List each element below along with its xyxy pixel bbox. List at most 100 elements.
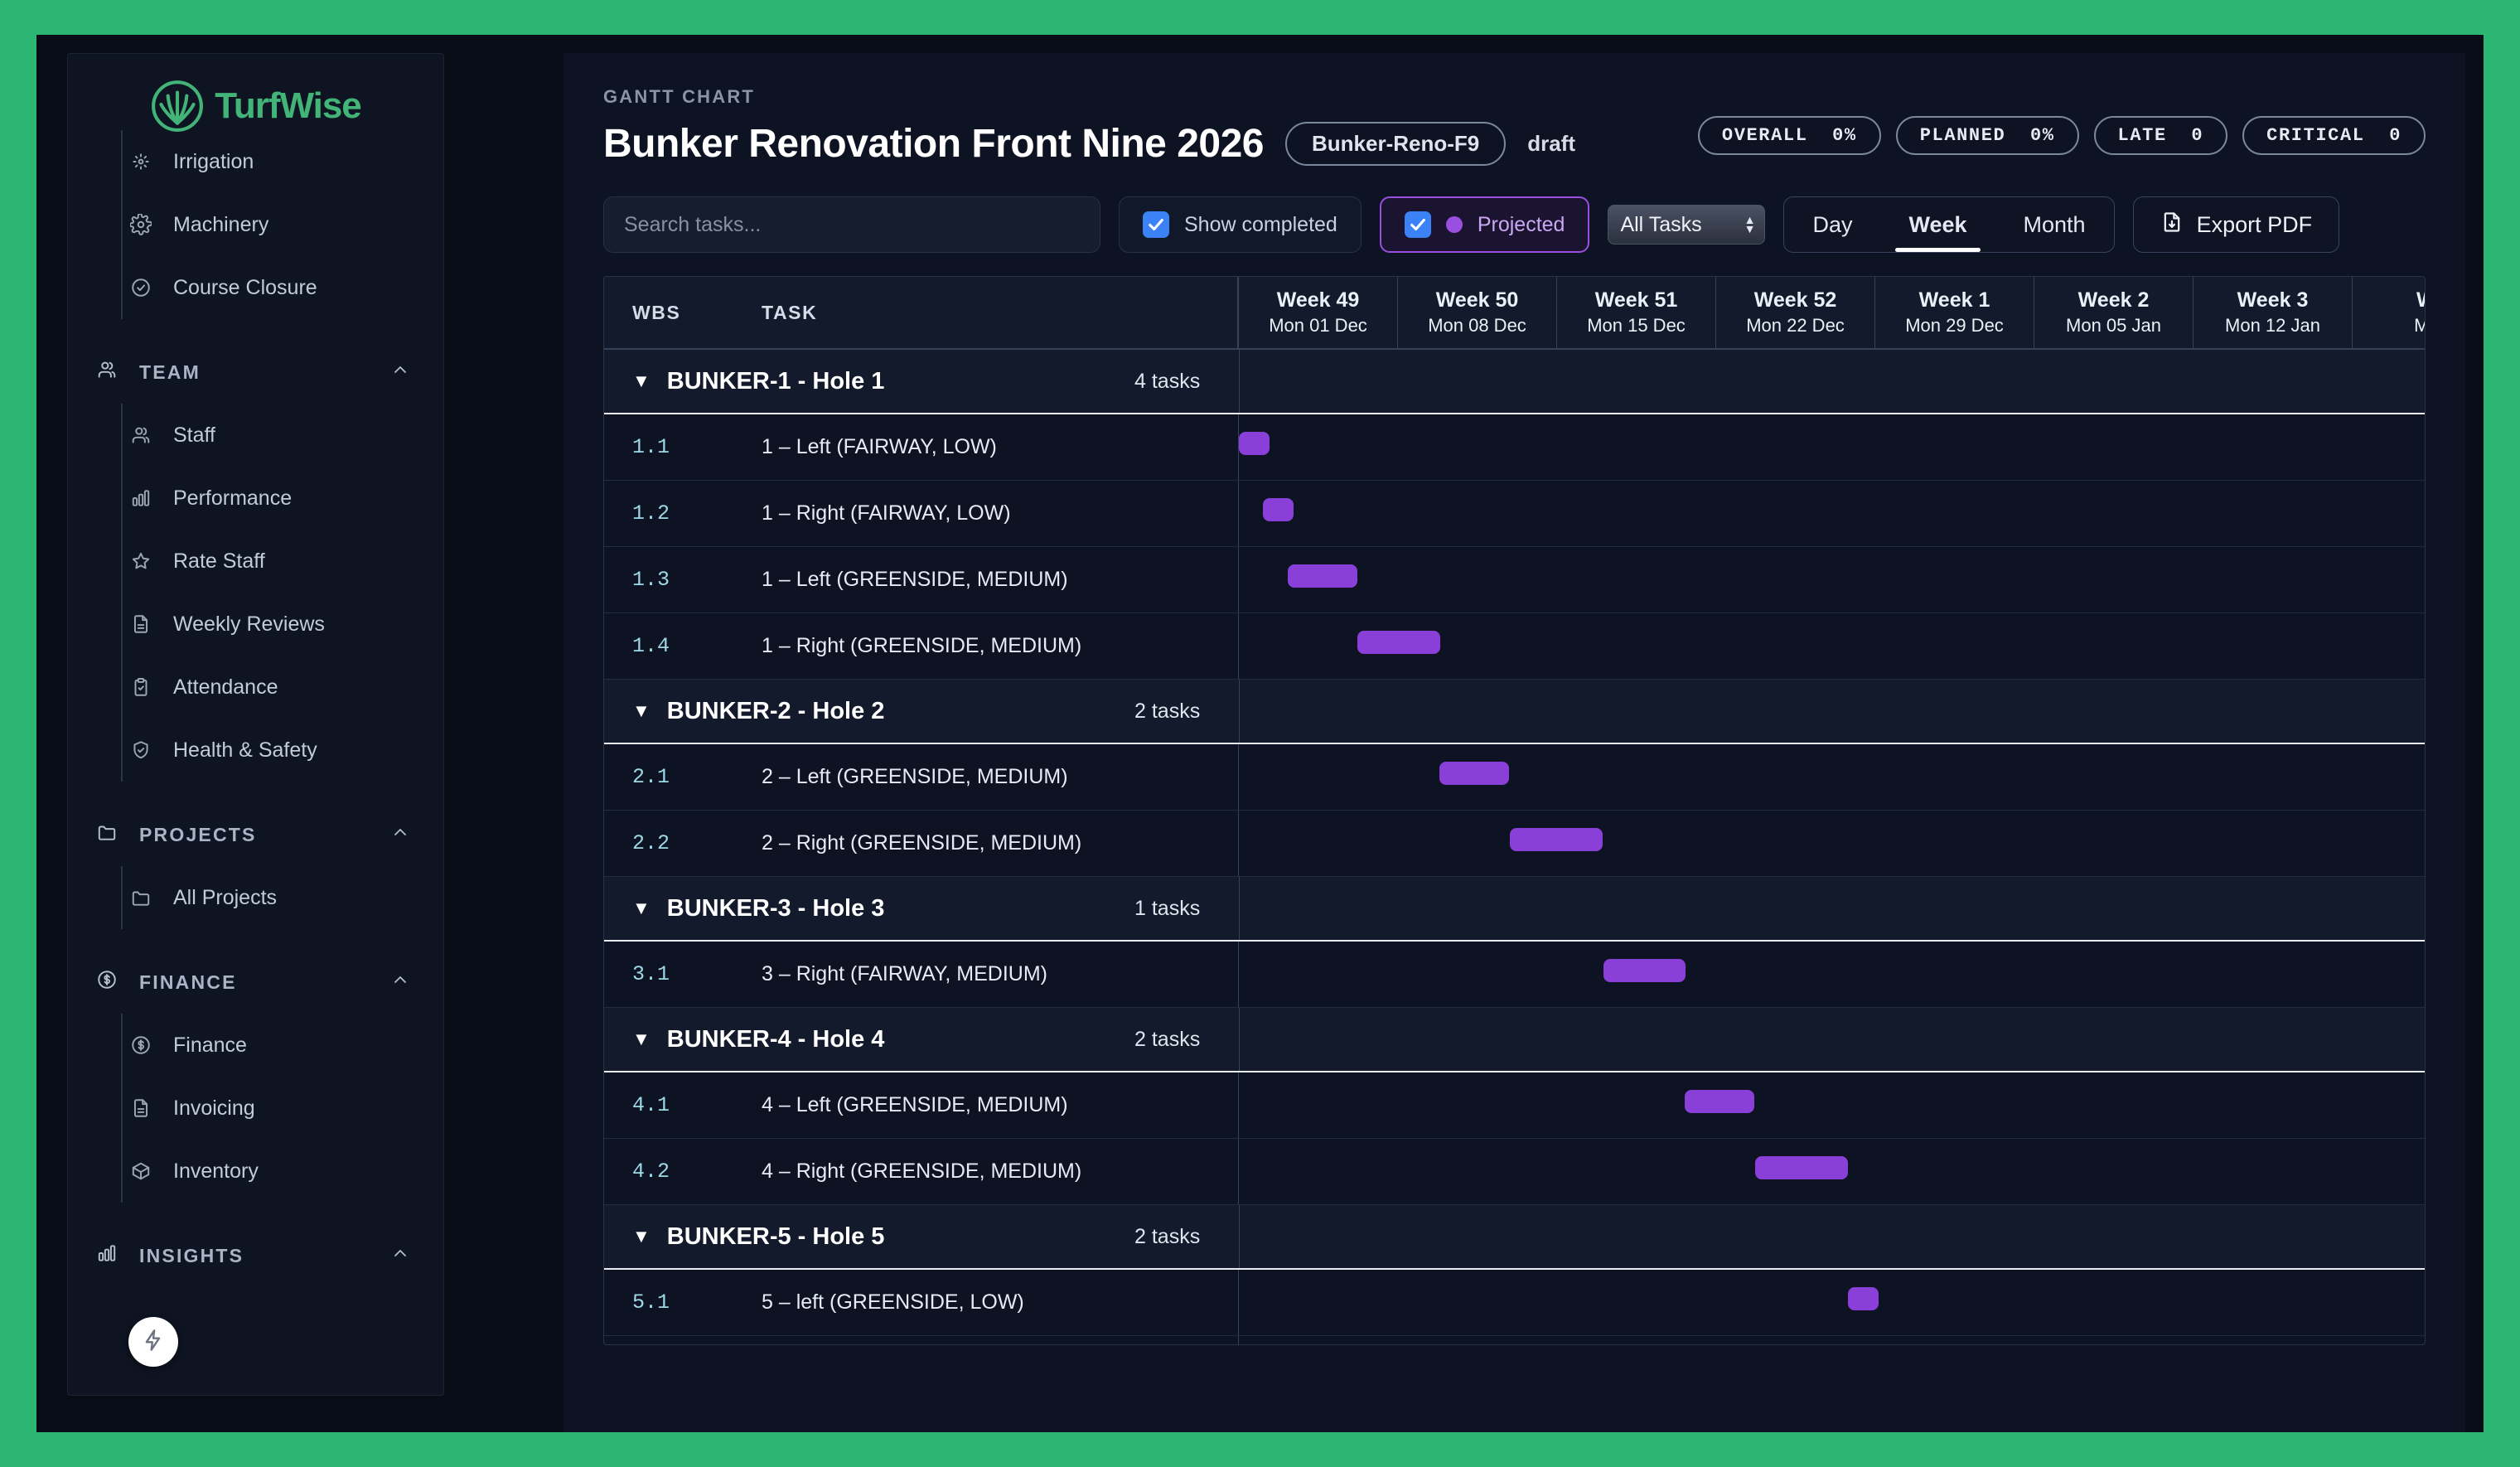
gantt-bar[interactable] (1263, 498, 1294, 521)
timeline-week-headers: Week 49 Mon 01 Dec Week 50 Mon 08 Dec We… (1239, 277, 2425, 348)
sidebar-section-finance[interactable]: FINANCE (68, 951, 443, 1014)
table-row[interactable]: 5.1 5 – left (GREENSIDE, LOW) (604, 1270, 2425, 1336)
sidebar-section-team[interactable]: TEAM (68, 341, 443, 404)
timescale-month-button[interactable]: Month (2023, 211, 2086, 237)
quick-action-bolt-button[interactable] (128, 1317, 178, 1367)
sidebar-spacer (68, 319, 443, 341)
task-wbs: 1.2 (632, 501, 670, 525)
chevron-down-icon[interactable]: ▼ (632, 700, 651, 721)
chevron-down-icon[interactable]: ▼ (632, 370, 651, 391)
week-column-header: Week 49 Mon 01 Dec (1239, 277, 1398, 348)
gantt-bar[interactable] (1603, 959, 1686, 982)
timescale-day-button[interactable]: Day (1812, 211, 1853, 237)
gantt-bar[interactable] (1288, 564, 1357, 588)
gantt-lane[interactable] (1239, 547, 2425, 612)
gantt-lane[interactable] (1239, 1072, 2425, 1138)
chevron-down-icon[interactable]: ▼ (632, 898, 651, 918)
sidebar-item-invoicing[interactable]: Invoicing (68, 1077, 443, 1140)
gantt-group-row[interactable]: ▼ BUNKER-4 - Hole 4 2 tasks (604, 1008, 2425, 1072)
sidebar-section-insights[interactable]: INSIGHTS (68, 1224, 443, 1287)
gantt-bar[interactable] (1848, 1287, 1879, 1310)
export-pdf-button[interactable]: Export PDF (2132, 196, 2340, 253)
checkbox-checked-icon (1143, 211, 1169, 238)
gantt-bar[interactable] (1685, 1090, 1754, 1113)
projected-color-dot-icon (1445, 216, 1463, 233)
sidebar-item-all-projects[interactable]: All Projects (68, 866, 443, 929)
chevron-down-icon[interactable]: ▼ (632, 1226, 651, 1247)
sidebar-item-finance[interactable]: Finance (68, 1014, 443, 1077)
page-header: GANTT CHART Bunker Renovation Front Nine… (563, 53, 2465, 167)
folder-icon (130, 887, 152, 908)
table-row[interactable]: 5.2 5 – Right (GREENSIDE, MEDIUM) (604, 1336, 2425, 1344)
task-name: 1 – Left (GREENSIDE, MEDIUM) (762, 547, 1239, 612)
sidebar: TurfWise Irrigation Machinery Course Clo… (67, 53, 444, 1396)
gantt-lane[interactable] (1239, 613, 2425, 679)
gantt-group-label: ▼ BUNKER-4 - Hole 4 (632, 1025, 885, 1053)
sidebar-item-machinery[interactable]: Machinery (68, 193, 443, 256)
main-content: GANTT CHART Bunker Renovation Front Nine… (563, 53, 2465, 1432)
gantt-bar[interactable] (1357, 631, 1440, 654)
gantt-lane[interactable] (1239, 1139, 2425, 1204)
table-row[interactable]: 2.1 2 – Left (GREENSIDE, MEDIUM) (604, 744, 2425, 811)
gantt-lane[interactable] (1239, 1270, 2425, 1335)
gantt-lane[interactable] (1239, 1336, 2425, 1344)
projected-toggle[interactable]: Projected (1379, 196, 1590, 253)
brand-logo[interactable]: TurfWise (68, 54, 443, 158)
table-row[interactable]: 2.2 2 – Right (GREENSIDE, MEDIUM) (604, 811, 2425, 877)
sidebar-item-performance[interactable]: Performance (68, 467, 443, 530)
show-completed-toggle[interactable]: Show completed (1119, 196, 1362, 253)
sidebar-item-health-safety[interactable]: Health & Safety (68, 719, 443, 782)
gantt-group-row[interactable]: ▼ BUNKER-1 - Hole 1 4 tasks (604, 350, 2425, 414)
gantt-bar[interactable] (1439, 762, 1509, 785)
task-wbs: 5.1 (632, 1290, 670, 1314)
week-date: Mon 15 Dec (1587, 315, 1686, 336)
sidebar-item-weekly-reviews[interactable]: Weekly Reviews (68, 593, 443, 656)
week-date: Mon 29 Dec (1905, 315, 2004, 336)
projected-label: Projected (1477, 212, 1565, 236)
gantt-bar[interactable] (1755, 1156, 1848, 1179)
chevron-up-icon[interactable] (390, 360, 410, 385)
gantt-lane[interactable] (1239, 811, 2425, 876)
sidebar-item-attendance[interactable]: Attendance (68, 656, 443, 719)
table-row[interactable]: 4.2 4 – Right (GREENSIDE, MEDIUM) (604, 1139, 2425, 1205)
chevron-down-icon[interactable]: ▼ (632, 1029, 651, 1049)
sidebar-item-label: All Projects (173, 885, 278, 909)
gantt-lane[interactable] (1239, 744, 2425, 810)
chevron-up-icon[interactable] (390, 822, 410, 847)
chevron-up-icon[interactable] (390, 970, 410, 995)
search-input[interactable] (603, 196, 1100, 253)
table-row[interactable]: 3.1 3 – Right (FAIRWAY, MEDIUM) (604, 942, 2425, 1008)
gantt-group-row[interactable]: ▼ BUNKER-3 - Hole 3 1 tasks (604, 877, 2425, 942)
timescale-segmented-control: Day Week Month (1783, 196, 2115, 253)
sidebar-item-course-closure[interactable]: Course Closure (68, 256, 443, 319)
gantt-lane[interactable] (1239, 481, 2425, 546)
sidebar-item-irrigation[interactable]: Irrigation (68, 130, 443, 193)
gantt-lane[interactable] (1239, 414, 2425, 480)
task-filter-select[interactable]: All Tasks (1608, 205, 1766, 244)
week-number: Week 50 (1435, 288, 1519, 312)
sidebar-item-inventory[interactable]: Inventory (68, 1140, 443, 1203)
gantt-group-row[interactable]: ▼ BUNKER-5 - Hole 5 2 tasks (604, 1205, 2425, 1270)
gantt-group-row[interactable]: ▼ BUNKER-2 - Hole 2 2 tasks (604, 680, 2425, 744)
table-row[interactable]: 1.4 1 – Right (GREENSIDE, MEDIUM) (604, 613, 2425, 680)
table-row[interactable]: 1.2 1 – Right (FAIRWAY, LOW) (604, 481, 2425, 547)
gantt-bar[interactable] (1510, 828, 1603, 851)
gantt-lane[interactable] (1239, 942, 2425, 1007)
gantt-group-label: ▼ BUNKER-3 - Hole 3 (632, 894, 885, 922)
sidebar-item-staff[interactable]: Staff (68, 404, 443, 467)
timescale-week-button[interactable]: Week (1880, 197, 1995, 252)
sidebar-section-projects[interactable]: PROJECTS (68, 803, 443, 866)
show-completed-label: Show completed (1184, 212, 1337, 236)
table-row[interactable]: 4.1 4 – Left (GREENSIDE, MEDIUM) (604, 1072, 2425, 1139)
table-row[interactable]: 1.1 1 – Left (FAIRWAY, LOW) (604, 414, 2425, 481)
chevron-up-icon[interactable] (390, 1243, 410, 1268)
gantt-group-label: ▼ BUNKER-1 - Hole 1 (632, 367, 885, 395)
sidebar-item-rate-staff[interactable]: Rate Staff (68, 530, 443, 593)
kpi-late: LATE 0 (2093, 116, 2228, 155)
kpi-critical: CRITICAL 0 (2242, 116, 2426, 155)
sidebar-item-label: Finance (173, 1033, 247, 1057)
sidebar-item-label: Course Closure (173, 275, 317, 299)
gantt-group-label: ▼ BUNKER-2 - Hole 2 (632, 697, 885, 724)
table-row[interactable]: 1.3 1 – Left (GREENSIDE, MEDIUM) (604, 547, 2425, 613)
gantt-bar[interactable] (1239, 432, 1270, 455)
